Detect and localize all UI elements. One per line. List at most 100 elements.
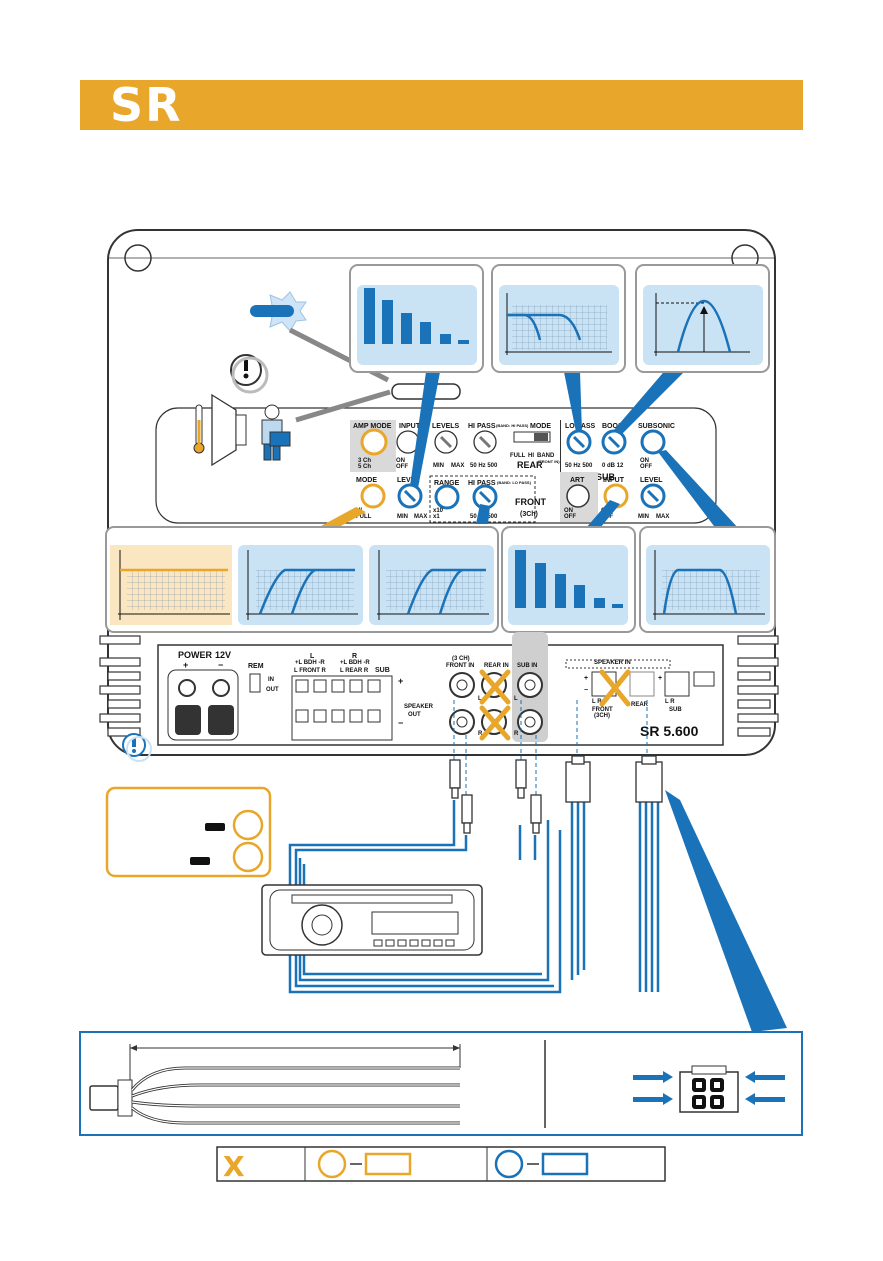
svg-text:(3CH): (3CH) bbox=[594, 713, 610, 719]
svg-text:SPEAKER IN: SPEAKER IN bbox=[594, 660, 631, 666]
svg-text:x1: x1 bbox=[433, 514, 440, 520]
svg-text:FULL: FULL bbox=[510, 453, 526, 459]
svg-text:MIN: MIN bbox=[638, 514, 649, 520]
svg-text:MAX: MAX bbox=[656, 514, 669, 520]
callout-boost-curve bbox=[635, 264, 770, 373]
heatsink-fins bbox=[99, 635, 779, 737]
callout-full-range bbox=[105, 526, 499, 633]
thermometer-icon bbox=[193, 404, 205, 454]
svg-text:HI PASS: HI PASS bbox=[468, 480, 496, 487]
wiring-harness-box bbox=[79, 1031, 803, 1136]
sub-plug-pointer bbox=[665, 790, 787, 1032]
svg-text:FRONT: FRONT bbox=[592, 707, 613, 713]
svg-text:(3 CH): (3 CH) bbox=[452, 656, 470, 662]
amp-mode-switch[interactable] bbox=[360, 428, 388, 456]
mode-rear-control: MODE FULL HI BAND (FRONT IN) REAR bbox=[510, 423, 560, 470]
svg-text:BAND: BAND bbox=[537, 453, 555, 459]
level-front-control: LEVEL MIN MAX bbox=[397, 477, 427, 520]
svg-text:x10: x10 bbox=[433, 508, 444, 514]
svg-text:L R: L R bbox=[592, 699, 602, 705]
svg-text:OFF: OFF bbox=[396, 464, 408, 470]
svg-text:AMP MODE: AMP MODE bbox=[353, 423, 392, 430]
head-unit-radio bbox=[261, 884, 483, 956]
info-icon bbox=[122, 733, 152, 762]
speaker-in-sub-connector[interactable] bbox=[664, 671, 690, 697]
dashed-guides bbox=[453, 700, 648, 795]
svg-text:(BAND: LO PASS): (BAND: LO PASS) bbox=[497, 480, 532, 485]
svg-text:FULL: FULL bbox=[356, 514, 372, 520]
speaker-icon bbox=[211, 393, 247, 467]
svg-text:OFF: OFF bbox=[640, 464, 652, 470]
svg-text:50 Hz 500: 50 Hz 500 bbox=[565, 463, 593, 469]
art-sub-control: ART ON OFF bbox=[560, 472, 598, 522]
subsonic-sub-control: SUBSONIC ON OFF SUB bbox=[596, 423, 675, 482]
svg-text:ART: ART bbox=[570, 477, 585, 484]
sr-logo: SR bbox=[110, 78, 183, 132]
svg-text:3 Ch: 3 Ch bbox=[358, 458, 371, 464]
svg-text:FRONT IN: FRONT IN bbox=[446, 663, 474, 669]
svg-text:−: − bbox=[584, 687, 588, 694]
svg-text:−: − bbox=[398, 718, 403, 728]
heat-pointer bbox=[295, 389, 391, 423]
range-front-control: RANGE x10 x1 bbox=[429, 475, 536, 523]
power-plus-terminal[interactable] bbox=[178, 679, 196, 697]
svg-text:50 Hz 500: 50 Hz 500 bbox=[470, 463, 498, 469]
rca-plugs bbox=[449, 759, 542, 834]
svg-text:RANGE: RANGE bbox=[434, 480, 460, 487]
svg-text:L FRONT R: L FRONT R bbox=[294, 668, 327, 674]
svg-text:SPEAKER: SPEAKER bbox=[404, 704, 434, 710]
svg-text:+L BDH -R: +L BDH -R bbox=[340, 660, 370, 666]
remote-level-port[interactable] bbox=[693, 671, 715, 687]
svg-text:L: L bbox=[514, 696, 518, 702]
protection-led-icon bbox=[250, 291, 307, 332]
svg-text:0 dB 12: 0 dB 12 bbox=[602, 463, 624, 469]
svg-text:+: + bbox=[183, 660, 188, 670]
svg-text:REM: REM bbox=[248, 663, 264, 670]
power-minus-terminal[interactable] bbox=[212, 679, 230, 697]
svg-text:MODE: MODE bbox=[530, 423, 551, 430]
remote-terminal[interactable] bbox=[249, 673, 261, 693]
svg-text:INPUT: INPUT bbox=[399, 423, 421, 430]
range-switch[interactable] bbox=[434, 484, 460, 510]
svg-text:IN: IN bbox=[268, 677, 274, 683]
svg-text:ON: ON bbox=[564, 508, 573, 514]
svg-text:R: R bbox=[478, 731, 483, 737]
svg-text:12V: 12V bbox=[215, 650, 231, 660]
svg-text:SUBSONIC: SUBSONIC bbox=[638, 423, 675, 430]
callout-lowpass-curve bbox=[491, 264, 626, 373]
svg-text:POWER: POWER bbox=[178, 650, 213, 660]
mode-front-switch[interactable] bbox=[360, 483, 386, 509]
svg-text:+L BDH -R: +L BDH -R bbox=[295, 660, 325, 666]
svg-text:+: + bbox=[658, 675, 662, 682]
connection-panel: POWER 12V + − REM IN OUT L R +L BDH -R +… bbox=[157, 632, 724, 746]
speaker-in-rear-connector[interactable] bbox=[629, 671, 655, 697]
svg-text:L: L bbox=[478, 696, 482, 702]
levels-rear-control: LEVELS MIN MAX bbox=[432, 423, 464, 469]
speaker-plugs bbox=[565, 755, 663, 803]
header-banner: SR bbox=[80, 80, 803, 130]
art-switch[interactable] bbox=[566, 484, 590, 508]
svg-text:SUB: SUB bbox=[669, 707, 682, 713]
svg-text:MODE: MODE bbox=[356, 477, 377, 484]
svg-text:SUB: SUB bbox=[596, 472, 616, 482]
svg-text:HI: HI bbox=[528, 453, 534, 459]
boost-sub-control: BOOST 0 dB 12 bbox=[601, 423, 628, 469]
callout-subsonic-curve bbox=[639, 526, 776, 633]
svg-text:MAX: MAX bbox=[451, 463, 464, 469]
svg-text:MIN: MIN bbox=[433, 463, 444, 469]
hi-pass-rear-control: HI PASS (BAND: HI PASS) 50 Hz 500 bbox=[468, 423, 529, 469]
svg-text:MAX: MAX bbox=[414, 514, 427, 520]
svg-text:BOOST: BOOST bbox=[602, 423, 628, 430]
callout-level-bars bbox=[349, 264, 484, 373]
callout-pointers bbox=[310, 360, 740, 534]
mode-rear-slider[interactable] bbox=[534, 433, 548, 441]
subsonic-switch[interactable] bbox=[640, 429, 666, 455]
svg-text:OUT: OUT bbox=[408, 712, 421, 718]
svg-text:SUB IN: SUB IN bbox=[517, 663, 537, 669]
svg-text:R: R bbox=[352, 653, 357, 660]
amp-mode-control: AMP MODE 3 Ch 5 Ch bbox=[350, 420, 396, 472]
symbol-legend: X bbox=[216, 1146, 666, 1183]
svg-text:REAR: REAR bbox=[631, 702, 649, 708]
callout-sub-level-bars bbox=[501, 526, 636, 633]
